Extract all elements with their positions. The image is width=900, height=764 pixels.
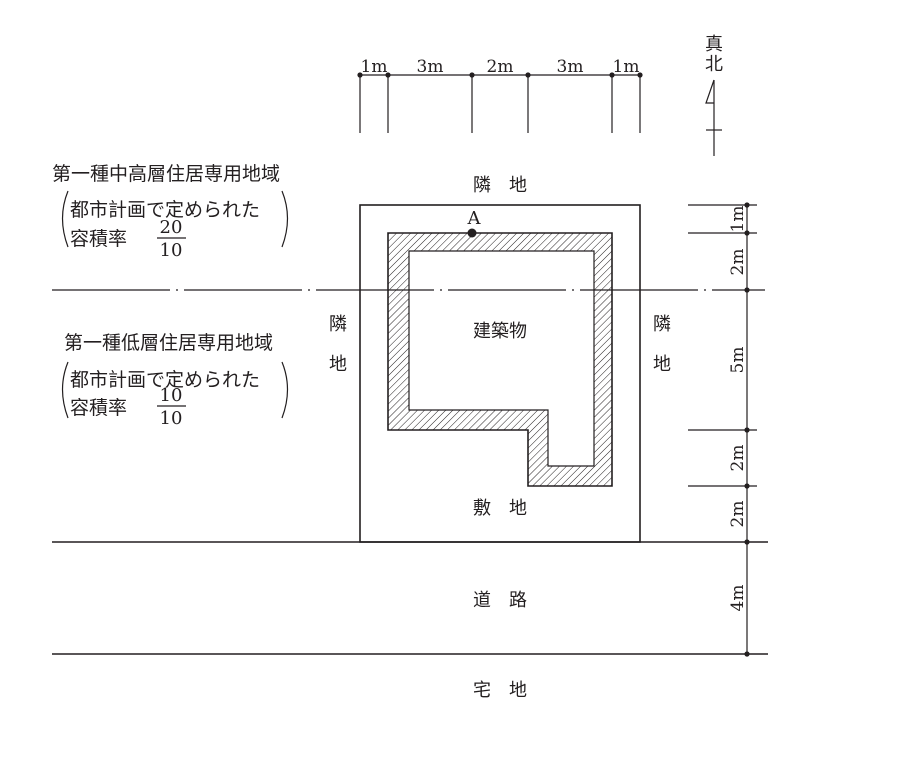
top-dim-3: 2m	[487, 57, 514, 77]
lower-zone-note: 都市計画で定められた	[70, 369, 260, 391]
lower-zone-annotation: 第一種低層住居専用地域 都市計画で定められた 容積率 10 10	[61, 332, 289, 429]
top-dim-5: 1m	[613, 57, 640, 77]
residential-label: 宅 地	[473, 680, 527, 701]
upper-zone-note: 都市計画で定められた	[70, 199, 260, 221]
right-dim-3: 5m	[728, 347, 748, 374]
top-dim-2: 3m	[417, 57, 444, 77]
right-dim-4: 2m	[728, 445, 748, 472]
true-north-char-1: 真	[705, 34, 723, 55]
east-neighbor-label-1: 隣	[653, 314, 671, 335]
lower-zone-far-numerator: 10	[160, 385, 183, 406]
top-dim-4: 3m	[557, 57, 584, 77]
right-dim-2: 2m	[728, 249, 748, 276]
true-north-char-2: 北	[705, 54, 723, 75]
upper-zone-far-denominator: 10	[160, 240, 183, 261]
top-dimension-line: 1m 3m 2m 3m 1m	[357, 57, 643, 133]
lower-zone-far-label: 容積率	[70, 397, 127, 419]
road-label: 道 路	[473, 590, 527, 611]
right-dim-1: 1m	[728, 206, 748, 233]
west-neighbor-label-2: 地	[329, 354, 347, 375]
right-dim-6: 4m	[728, 585, 748, 612]
east-neighbor-label-2: 地	[653, 354, 671, 375]
upper-zone-annotation: 第一種中高層住居専用地域 都市計画で定められた 容積率 20 10	[52, 163, 289, 261]
site-label: 敷 地	[473, 498, 527, 519]
west-neighbor-label-1: 隣	[329, 314, 347, 335]
point-a-marker	[467, 228, 477, 238]
point-a-label: A	[467, 208, 482, 229]
lower-zone-far-denominator: 10	[160, 408, 183, 429]
upper-zone-far-label: 容積率	[70, 228, 127, 250]
building-outline	[387, 232, 613, 487]
top-dim-1: 1m	[361, 57, 388, 77]
north-neighbor-label: 隣 地	[473, 175, 527, 196]
lower-zone-name: 第一種低層住居専用地域	[64, 332, 273, 354]
right-dimension-line: 1m 2m 5m 2m 2m 4m	[688, 202, 757, 657]
upper-zone-name: 第一種中高層住居専用地域	[52, 163, 280, 185]
upper-zone-far-numerator: 20	[160, 217, 183, 238]
right-dim-5: 2m	[728, 501, 748, 528]
true-north-symbol: 真 北	[705, 34, 723, 156]
building-label: 建築物	[473, 321, 527, 342]
